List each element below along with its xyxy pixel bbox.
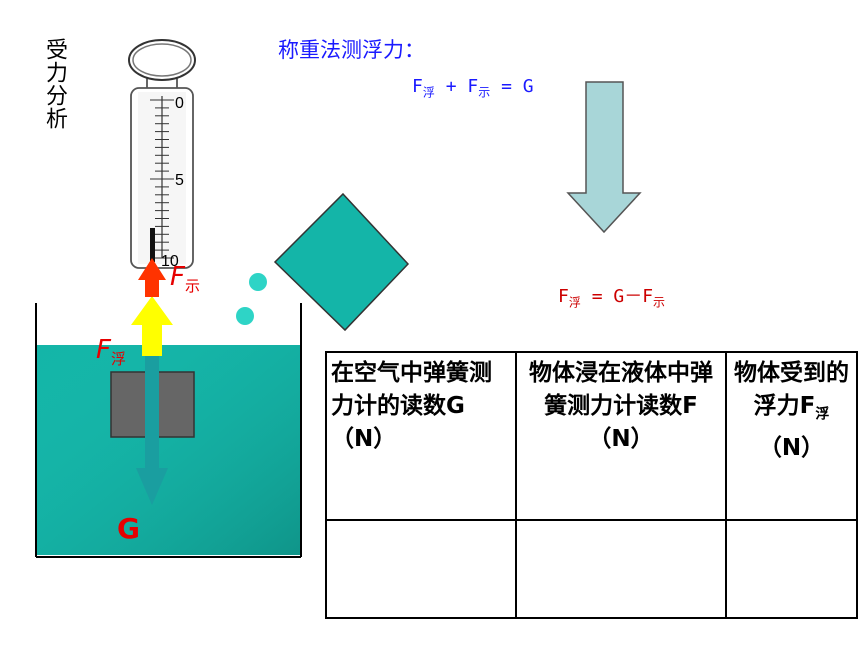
formula-balance: F浮 + F示 = G [412,76,534,101]
formula-show-subscript: 示 [478,85,491,100]
spring-scale [128,39,196,269]
table-cell-buoyant-value[interactable] [725,519,858,619]
formula-equals-g: = G [490,76,534,97]
method-title: 称重法测浮力： [278,38,425,62]
floating-cube [273,192,410,332]
force-subscript: 浮 [110,350,126,369]
bubble [236,307,254,325]
scale-force-label: F示 [170,262,200,296]
force-subscript: 示 [184,277,200,296]
scale-tick-label: 0 [175,95,184,112]
big-down-arrow-icon [566,81,642,234]
side-label-force-analysis: 受力分析 [42,38,67,130]
scale-force-arrow-icon [138,258,166,297]
header-buoyant-force: 物体受到的浮力F浮 （N） [725,351,858,521]
buoyant-force-arrow-icon [131,296,173,356]
measurement-table: 在空气中弹簧测力计的读数G （N） 物体浸在液体中弹簧测力计读数F （N） 物体… [325,351,858,619]
formula-plus: + [434,76,468,97]
formula-equals-g-minus-f: = G－F [580,286,654,307]
formula-buoy-subscript: 浮 [568,295,581,310]
gravity-arrow-icon [136,345,168,505]
buoyant-force-label: F浮 [96,335,126,369]
gravity-label: G [117,512,140,545]
header-liquid-reading: 物体浸在液体中弹簧测力计读数F （N） [515,351,727,521]
force-symbol: F [96,335,111,365]
formula-buoy-subscript: 浮 [422,85,435,100]
table-header-row: 在空气中弹簧测力计的读数G （N） 物体浸在液体中弹簧测力计读数F （N） 物体… [325,351,858,521]
scale-pointer [150,228,155,262]
scale-tick-label: 10 [161,253,179,270]
scale-tick-label: 5 [175,172,184,189]
bubble [249,273,267,291]
formula-f-symbol: F [412,76,423,97]
formula-f-symbol: F [558,286,569,307]
header-air-reading: 在空气中弹簧测力计的读数G （N） [325,351,517,521]
table-row [325,519,858,619]
formula-buoyancy: F浮 = G－F示 [558,282,665,311]
table-cell-liquid-value[interactable] [515,519,727,619]
formula-f-symbol: F [467,76,479,97]
formula-show-subscript: 示 [653,295,666,310]
table-cell-air-value[interactable] [325,519,517,619]
header-buoyant-text: 物体受到的浮力F [734,360,849,419]
header-buoyant-unit: （N） [758,434,825,461]
header-buoyant-subscript: 浮 [815,406,830,423]
force-symbol: F [170,262,185,292]
scale-hook-ring [128,39,196,81]
scale-ticks [150,99,174,259]
